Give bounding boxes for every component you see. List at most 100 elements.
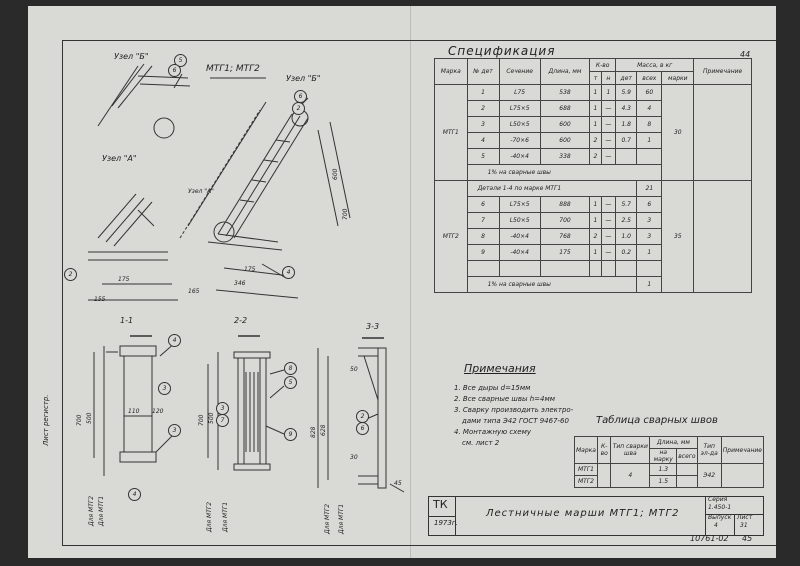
table-row xyxy=(435,260,752,277)
cell-mass-all: 3 xyxy=(636,212,663,229)
hdr-mass: Масса, в кг xyxy=(615,58,695,72)
dim-50: 50 xyxy=(350,366,358,373)
for-mtg1-sec2: Для МТГ1 xyxy=(222,501,229,532)
hdr-section: Сечение xyxy=(498,58,541,85)
cell-qty-n: — xyxy=(600,212,617,229)
cell-mass-det: 2.5 xyxy=(615,212,638,229)
table-row: 8 -40×4 768 2 — 1.0 3 xyxy=(435,228,752,245)
cell-section: L50×5 xyxy=(498,116,541,133)
section-3-3-title: 3-3 xyxy=(366,322,380,331)
weld-hdr-length: Длина, мм xyxy=(649,436,698,449)
cell-qty-t: 1 xyxy=(589,100,602,117)
stamp-sheet-value: 31 xyxy=(740,522,748,529)
cell-mass-det xyxy=(615,148,638,165)
mtg1-marka: МТГ1 xyxy=(434,84,468,181)
hdr-qty: К-во xyxy=(589,58,617,72)
cell-pos: 5 xyxy=(466,148,500,165)
dim-828: 828 xyxy=(310,426,317,438)
pos-5-callout-b: 5 xyxy=(284,376,297,389)
pos-5-callout: 5 xyxy=(174,54,187,67)
table-row: 3 L50×5 600 1 — 1.8 8 xyxy=(435,116,752,133)
main-view-title: МТГ1; МТГ2 xyxy=(206,64,260,74)
weld-len: 1.3 xyxy=(649,463,678,476)
pos-6-callout-c: 6 xyxy=(356,422,369,435)
weld-total-cell xyxy=(676,475,698,488)
dim-155: 155 xyxy=(94,296,106,303)
cell-length: 700 xyxy=(539,212,591,229)
node-b-title-left: Узел "Б" xyxy=(114,52,149,61)
for-mtg2-sec2: Для МТГ2 xyxy=(206,501,213,532)
cell-qty-t: 1 xyxy=(589,84,602,101)
note-1: 1. Все дыры d=15мм xyxy=(454,384,531,392)
node-a-label-small: Узел "А" xyxy=(188,188,214,195)
cell-pos: 3 xyxy=(466,116,500,133)
margin-register-text: Лист регистр. xyxy=(42,394,50,446)
drawing-frame xyxy=(62,40,776,546)
cell-section: -40×4 xyxy=(498,244,541,261)
pos-4-callout: 4 xyxy=(282,266,295,279)
pos-7-callout: 7 xyxy=(216,414,229,427)
drawing-code: 10761-02 xyxy=(690,534,729,543)
cell-section: -40×4 xyxy=(498,228,541,245)
dim-628: 628 xyxy=(320,424,327,436)
cell-pos: 9 xyxy=(466,244,500,261)
cell-section: L50×5 xyxy=(498,212,541,229)
cell-mass-det: 5.7 xyxy=(615,196,638,213)
cell-qty-t: 2 xyxy=(589,228,602,245)
dim-700-sec2: 700 xyxy=(198,414,205,426)
for-mtg1-sec1: Для МТГ1 xyxy=(98,495,105,526)
table-row: МТГ2 1.5 xyxy=(574,475,764,488)
weld-type: 4 xyxy=(610,463,651,488)
mtg2-details-header: Детали 1-4 по марке МТГ1 xyxy=(466,180,638,197)
mtg1-note xyxy=(693,84,752,181)
dim-175: 175 xyxy=(118,276,130,283)
cell-section: L75×5 xyxy=(498,100,541,117)
weld-hdr-electrode: Тип эл-да xyxy=(696,436,722,464)
cell-length: 600 xyxy=(539,132,591,149)
page-number: 45 xyxy=(742,534,753,543)
hdr-marka: Марка xyxy=(434,58,468,85)
table-row: 2 L75×5 688 1 — 4.3 4 xyxy=(435,100,752,117)
cell-mass-det: 1.0 xyxy=(615,228,638,245)
notes-title: Примечания xyxy=(464,362,536,375)
mtg2-weld-value: 1 xyxy=(636,276,663,293)
drawing-sheet: Узел "Б" МТГ1; МТГ2 Узел "Б" Узел "А" Уз… xyxy=(28,6,776,558)
hdr-mass-det: дет xyxy=(615,71,638,85)
weld-len: 1.5 xyxy=(649,475,678,488)
for-mtg2-sec1: Для МТГ2 xyxy=(88,495,95,526)
dim-120: 120 xyxy=(152,408,164,415)
pos-9-callout: 9 xyxy=(284,428,297,441)
mtg1-weld: 1% на сварные швы xyxy=(466,164,663,181)
cell-qty-n: — xyxy=(600,228,617,245)
cell-section: L75×5 xyxy=(498,196,541,213)
dim-45: 45 xyxy=(394,480,402,487)
pos-4-callout-b: 4 xyxy=(168,334,181,347)
pos-6-callout-b: 6 xyxy=(294,90,307,103)
stamp-issue-label: Выпуск xyxy=(708,514,732,521)
cell-mass-det: 0.7 xyxy=(615,132,638,149)
cell-qty-t: 2 xyxy=(589,132,602,149)
stamp-series-value: 1.450-1 xyxy=(708,504,732,511)
pos-3-callout-b: 3 xyxy=(168,424,181,437)
note-4: 4. Монтажную схему xyxy=(454,428,532,436)
weld-hdr-type: Тип сварки шва xyxy=(610,436,651,464)
pos-6-callout: 6 xyxy=(168,64,181,77)
hdr-qty-t: т xyxy=(589,71,602,85)
dim-500-sec2: 500 xyxy=(208,412,215,424)
cell-qty-n: — xyxy=(600,100,617,117)
cell-qty-t: 1 xyxy=(589,116,602,133)
stringer-line xyxy=(217,113,293,235)
cell-qty-t: 2 xyxy=(589,148,602,165)
weld-table: Марка К-во Тип сварки шва Длина, мм Тип … xyxy=(574,436,765,488)
note-2: 2. Все сварные швы h=4мм xyxy=(454,395,556,403)
section-2-2-title: 2-2 xyxy=(234,316,248,325)
cell-qty-n: — xyxy=(600,116,617,133)
mtg2-weld: 1% на сварные швы xyxy=(466,276,638,293)
table-row: 7 L50×5 700 1 — 2.5 3 xyxy=(435,212,752,229)
cell-qty-t: 1 xyxy=(589,196,602,213)
cell-section: -70×6 xyxy=(498,132,541,149)
dim-600-main: 600 xyxy=(332,168,339,180)
cell-mass-det: 4.3 xyxy=(615,100,638,117)
stamp-issue-value: 4 xyxy=(714,522,718,529)
weld-hdr-qty: К-во xyxy=(596,436,612,464)
